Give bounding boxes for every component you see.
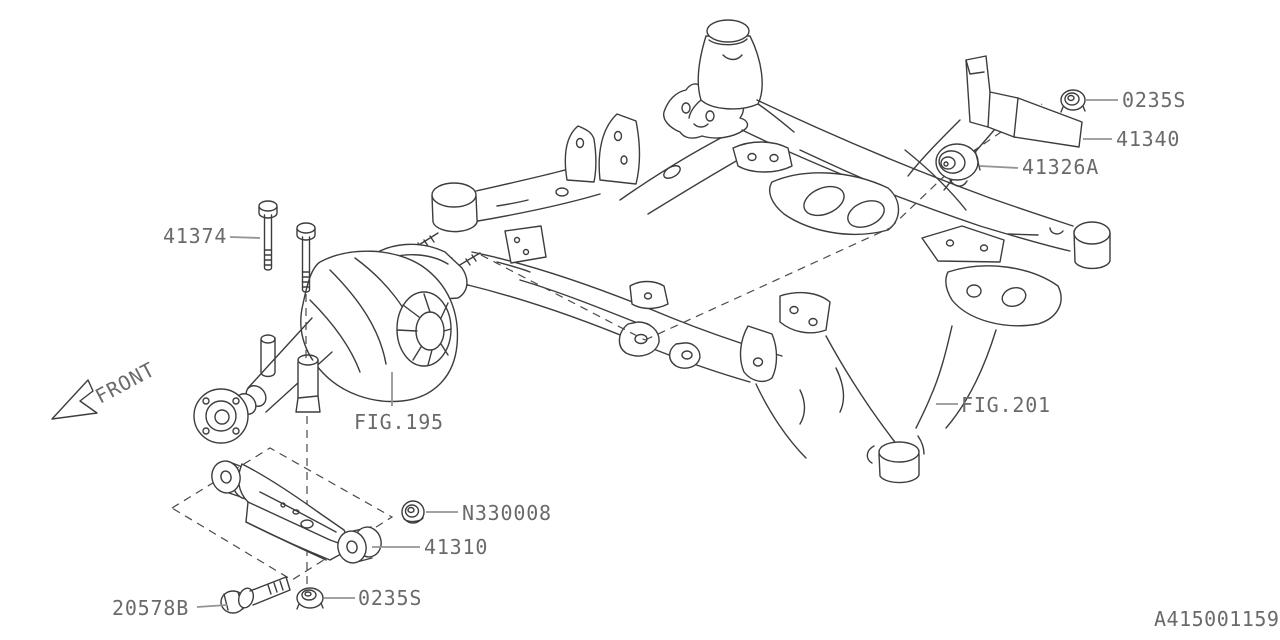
bolt-bottom-drawing bbox=[220, 576, 291, 614]
front-label: FRONT bbox=[91, 357, 159, 408]
crossmember-drawing bbox=[431, 19, 1111, 484]
label-41310: 41310 bbox=[424, 535, 488, 559]
stopper-nut-drawing bbox=[401, 500, 425, 524]
differential-drawing bbox=[193, 232, 481, 444]
drawing-number: A415001159 bbox=[1154, 607, 1279, 631]
label-fig201: FIG.201 bbox=[961, 393, 1051, 417]
member-mount-drawing bbox=[211, 460, 382, 564]
front-arrow-icon bbox=[51, 379, 98, 420]
label-20578b: 20578B bbox=[112, 596, 189, 620]
label-41340: 41340 bbox=[1116, 127, 1180, 151]
label-fig195: FIG.195 bbox=[354, 410, 444, 434]
front-direction-indicator: FRONT bbox=[51, 357, 159, 420]
bolt-pair-drawing bbox=[258, 200, 316, 293]
bracket-drawing bbox=[965, 55, 1083, 148]
label-0235s-bottom: 0235S bbox=[358, 586, 422, 610]
nut-bottom-drawing bbox=[296, 587, 324, 610]
label-0235s-top: 0235S bbox=[1122, 88, 1186, 112]
leader-lines bbox=[196, 99, 1118, 608]
label-41326a: 41326A bbox=[1022, 155, 1099, 179]
nut-top-drawing bbox=[1060, 89, 1086, 113]
label-n330008: N330008 bbox=[462, 501, 552, 525]
bushing-drawing bbox=[935, 143, 981, 187]
label-41374: 41374 bbox=[163, 224, 227, 248]
part-labels: 0235S 41340 41326A 41374 FIG.195 FIG.201… bbox=[112, 88, 1186, 620]
